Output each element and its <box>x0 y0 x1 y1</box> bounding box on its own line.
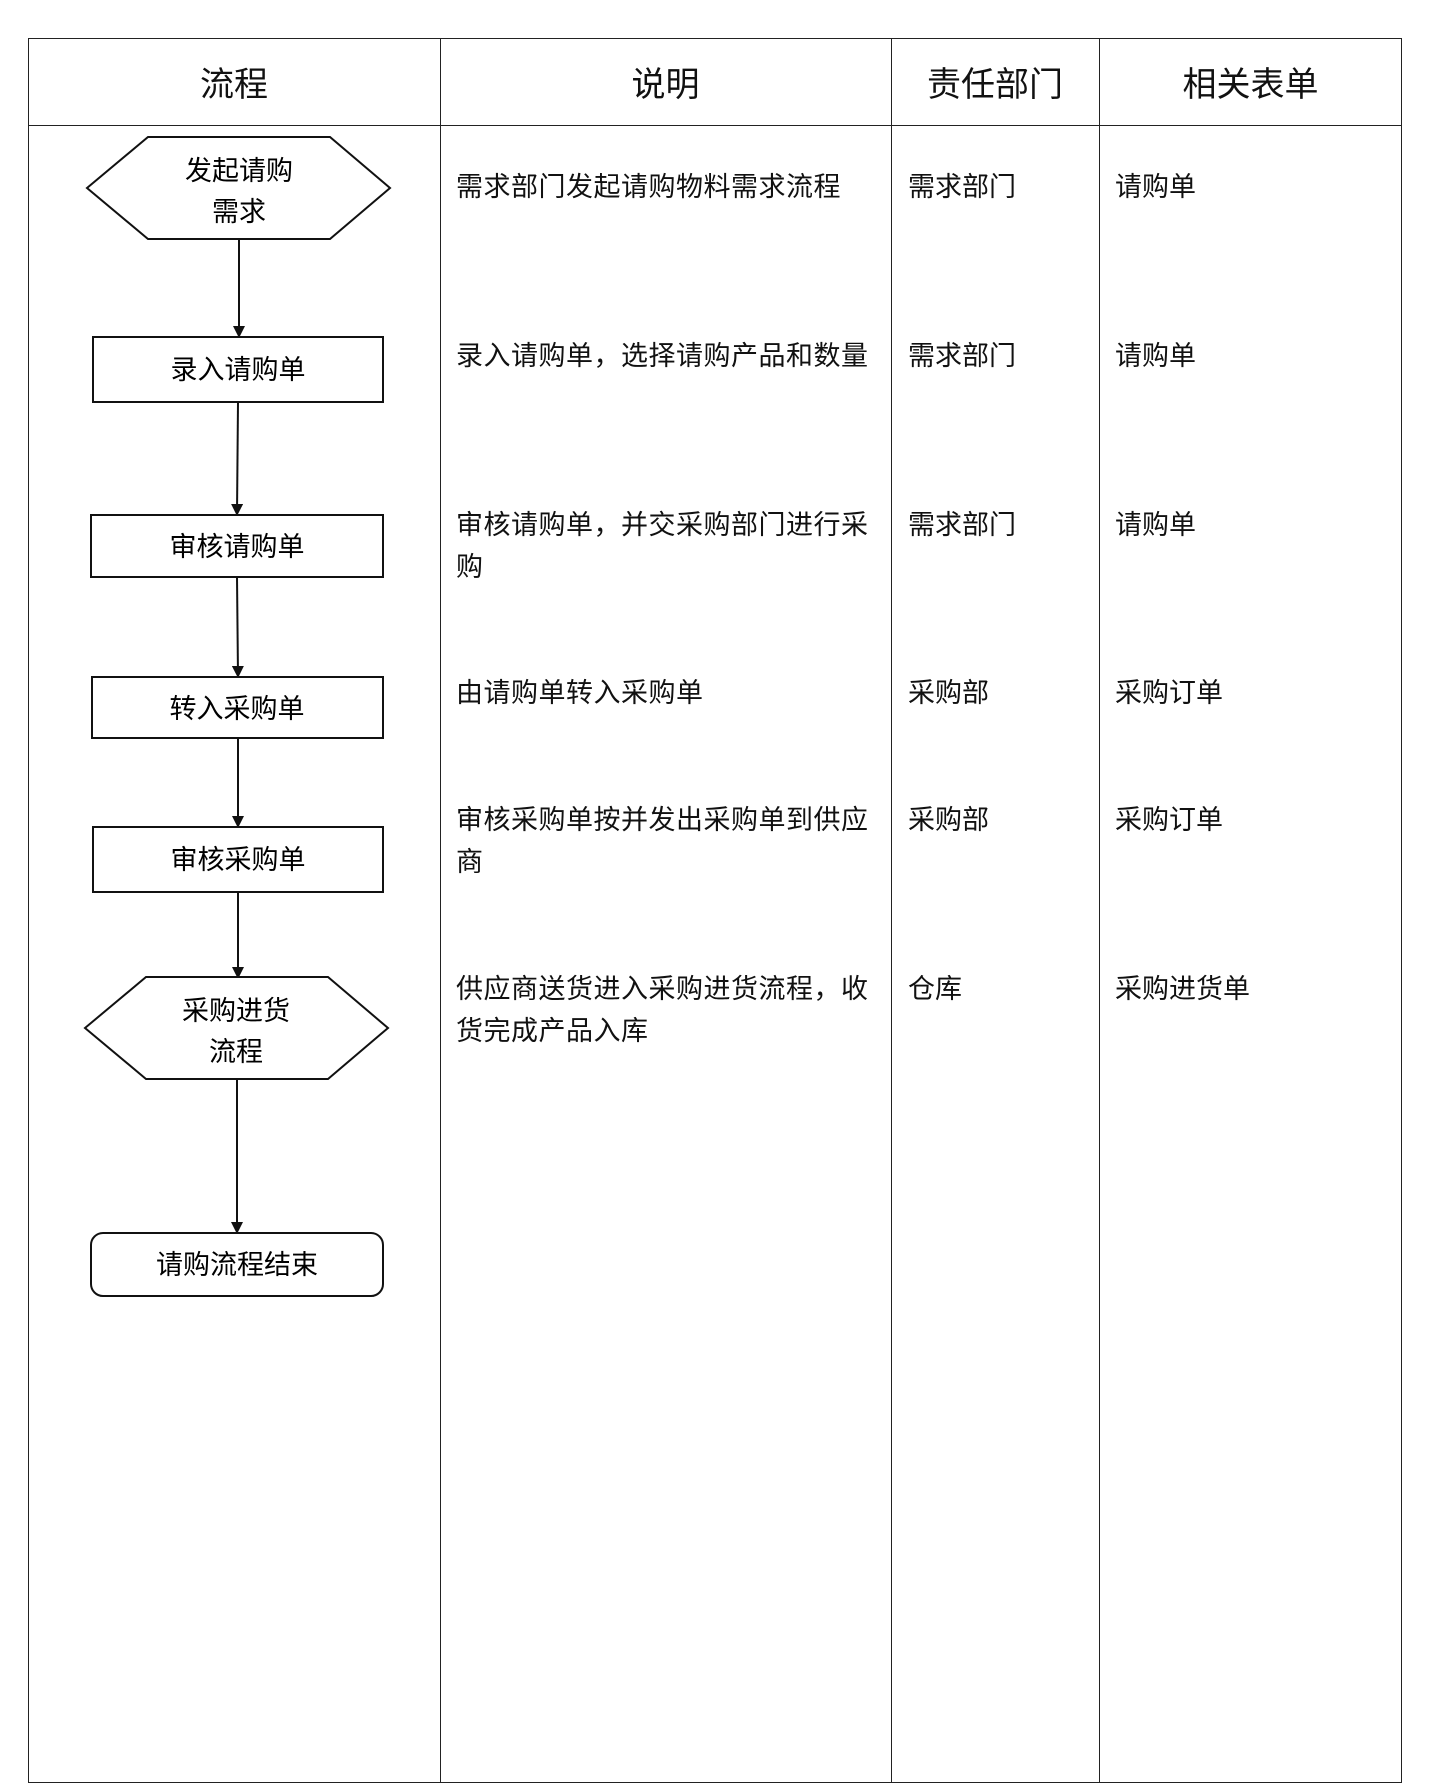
receiving-node-label-line2: 流程 <box>209 1037 263 1068</box>
arrow-connector <box>231 401 244 516</box>
end-terminator <box>90 1232 384 1297</box>
department-step-5: 采购部 <box>908 805 989 836</box>
form-step-2: 请购单 <box>1115 341 1196 372</box>
enter-requisition-box <box>92 336 384 403</box>
convert-to-po-box <box>91 676 384 739</box>
description-step-4: 由请购单转入采购单 <box>456 678 704 709</box>
convert-to-po-label: 转入采购单 <box>170 694 305 725</box>
header-flow: 流程 <box>200 65 268 105</box>
description-step-5: 审核采购单按并发出采购单到供应商 <box>456 805 869 878</box>
column-divider <box>891 38 892 1783</box>
form-step-1: 请购单 <box>1115 172 1196 203</box>
description-step-6: 供应商送货进入采购进货流程，收货完成产品入库 <box>456 974 869 1047</box>
form-step-5: 采购订单 <box>1115 805 1223 836</box>
end-label: 请购流程结束 <box>156 1250 318 1281</box>
header-department: 责任部门 <box>927 65 1063 105</box>
column-divider <box>440 38 441 1783</box>
header-divider <box>28 125 1402 126</box>
department-step-2: 需求部门 <box>908 341 1016 372</box>
department-step-6: 仓库 <box>908 974 962 1005</box>
department-step-3: 需求部门 <box>908 510 1016 541</box>
arrow-connector <box>231 576 244 678</box>
header-description: 说明 <box>631 65 700 105</box>
form-step-6: 采购进货单 <box>1115 974 1250 1005</box>
header-forms: 相关表单 <box>1182 65 1319 105</box>
column-divider <box>1099 38 1100 1783</box>
form-step-3: 请购单 <box>1115 510 1196 541</box>
process-table <box>28 38 1402 1783</box>
receiving-hexagon <box>83 976 390 1080</box>
review-po-label: 审核采购单 <box>171 845 306 876</box>
department-step-4: 采购部 <box>908 678 989 709</box>
start-node-label-line1: 发起请购 <box>185 156 293 187</box>
form-step-4: 采购订单 <box>1115 678 1223 709</box>
enter-requisition-label: 录入请购单 <box>171 355 306 386</box>
receiving-node-label-line1: 采购进货 <box>182 996 290 1027</box>
start-hexagon <box>85 136 392 240</box>
department-step-1: 需求部门 <box>908 172 1016 203</box>
description-step-2: 录入请购单，选择请购产品和数量 <box>456 341 869 372</box>
review-requisition-label: 审核请购单 <box>170 532 305 563</box>
description-step-3: 审核请购单，并交采购部门进行采购 <box>456 510 869 583</box>
review-requisition-box <box>90 514 384 578</box>
start-node-label-line2: 需求 <box>212 197 266 228</box>
description-step-1: 需求部门发起请购物料需求流程 <box>456 172 841 203</box>
